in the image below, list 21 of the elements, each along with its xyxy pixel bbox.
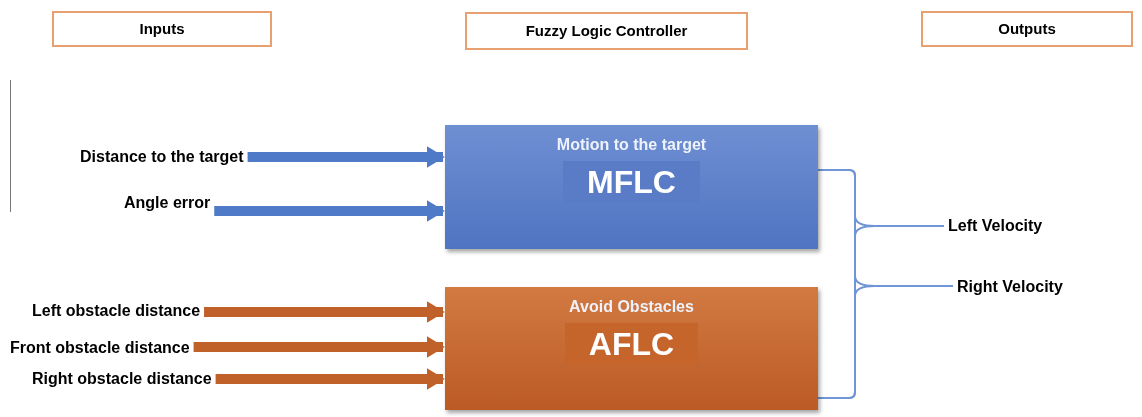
controller-box (445, 287, 818, 410)
input-label: Distance to the target (80, 145, 244, 169)
controller-box (445, 125, 818, 249)
input-label: Front obstacle distance (10, 336, 190, 360)
arrow (193, 336, 445, 358)
arrow (215, 368, 445, 390)
header-box: Outputs (921, 11, 1133, 47)
output-label: Left Velocity (948, 214, 1043, 238)
bracket-line (817, 285, 954, 399)
controller-acronym: AFLC (564, 323, 699, 365)
header-box: Fuzzy Logic Controller (465, 12, 748, 50)
output-label: Right Velocity (957, 275, 1063, 299)
input-label: Left obstacle distance (32, 299, 201, 323)
arrow (247, 146, 445, 168)
header-box: Inputs (52, 11, 272, 47)
controller-title: Avoid Obstacles (569, 297, 694, 317)
input-label: Angle error (124, 191, 211, 215)
input-label: Right obstacle distance (32, 367, 212, 391)
arrow (214, 200, 445, 222)
controller-title: Motion to the target (556, 135, 707, 155)
arrow (204, 301, 445, 323)
